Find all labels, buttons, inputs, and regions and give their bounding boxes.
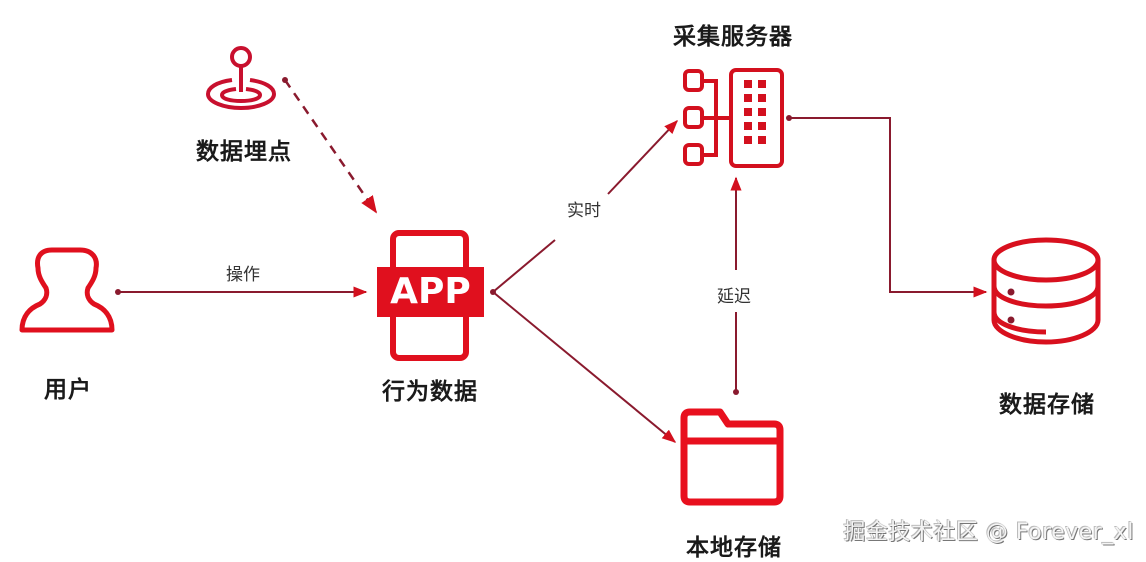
edge-collector-to-storage [786,115,988,298]
mobile-app-icon [377,230,484,361]
server-icon [683,68,784,168]
watermark: 掘金技术社区 @ Forever_xl [843,520,1134,545]
edge-user-to-app [115,286,368,298]
folder-icon [680,408,784,506]
edge-label-delay: 延迟 [714,282,754,307]
database-icon [991,237,1101,345]
edge-app-to-local [492,291,677,443]
edge-label-realtime: 实时 [564,196,604,221]
node-label-local: 本地存储 [686,535,782,561]
edge-local-to-collector [730,176,742,395]
node-label-storage: 数据存储 [999,392,1095,418]
edge-label-operation: 操作 [223,260,263,285]
node-label-collector: 采集服务器 [673,24,793,50]
node-label-app: 行为数据 [382,379,478,405]
person-icon [19,247,115,333]
location-pin-icon [205,46,277,111]
app-badge: APP [390,271,471,312]
node-label-tracking: 数据埋点 [196,139,292,165]
edge-tracking-to-app [282,77,378,214]
node-label-user: 用户 [44,377,92,403]
